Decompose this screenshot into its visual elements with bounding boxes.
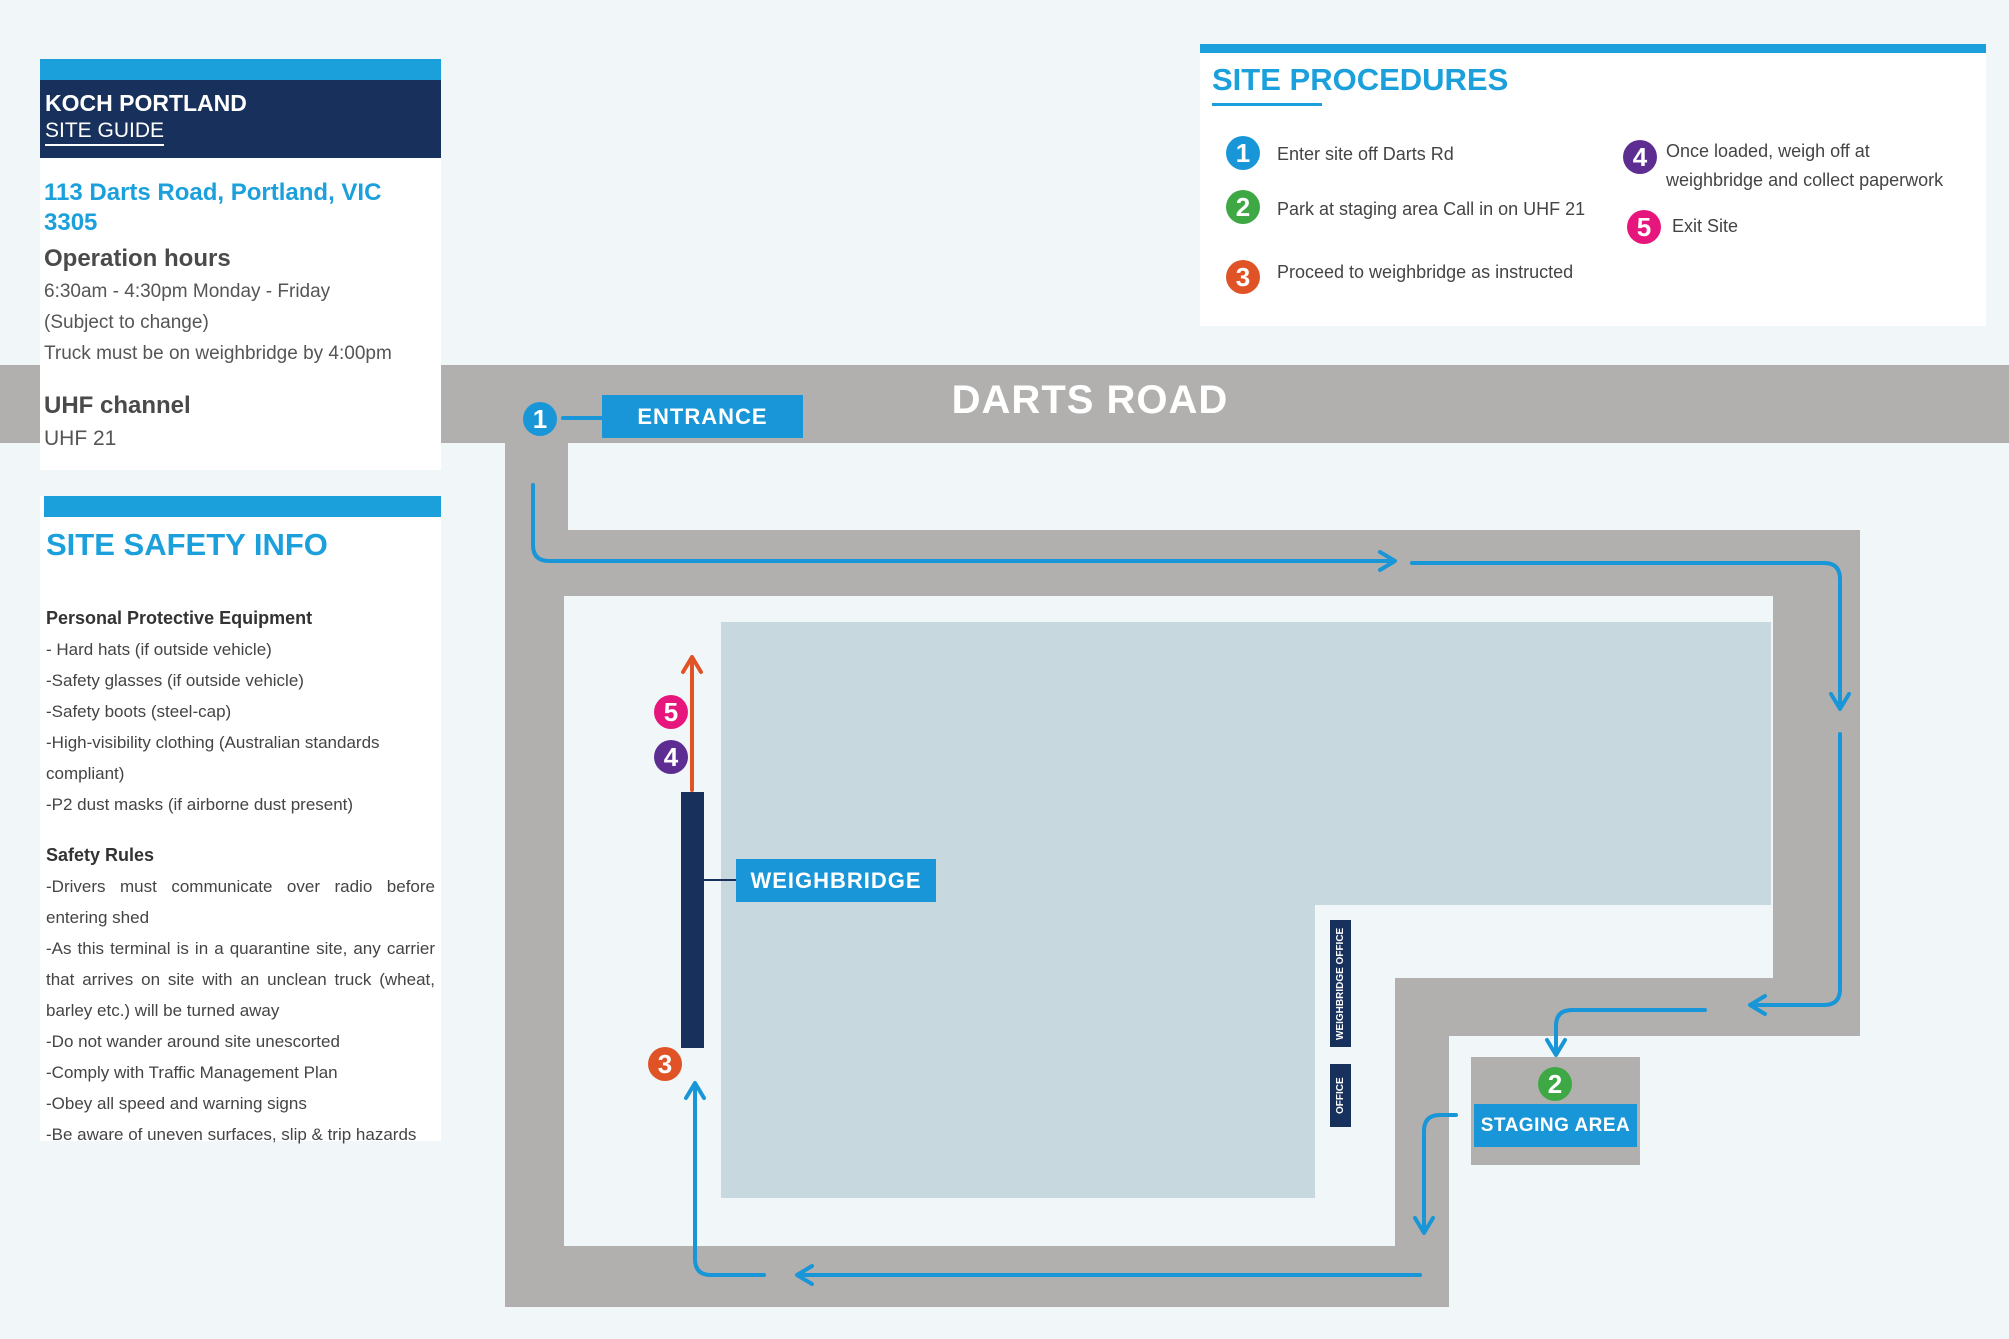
step-4-marker: 4 [1623, 140, 1657, 174]
safety-panel: SITE SAFETY INFO Personal Protective Equ… [40, 496, 441, 1144]
road-label: DARTS ROAD [951, 378, 1229, 422]
step-3-marker: 3 [1226, 260, 1260, 294]
step-2-text: Park at staging area Call in on UHF 21 [1277, 199, 1586, 219]
marker-3: 3 [648, 1047, 682, 1081]
step-2-marker: 2 [1226, 190, 1260, 224]
rules-heading: Safety Rules [46, 845, 155, 865]
step-5-marker: 5 [1627, 210, 1661, 244]
step-1-marker: 1 [1226, 136, 1260, 170]
procedures-heading: SITE PROCEDURES [1212, 62, 1509, 97]
rule-item: -Comply with Traffic Management Plan [46, 1063, 338, 1082]
uhf-heading: UHF channel [44, 392, 191, 419]
ppe-heading: Personal Protective Equipment [46, 608, 313, 628]
procedures-panel: SITE PROCEDURES 1 Enter site off Darts R… [1200, 44, 1986, 326]
ppe-item: -High-visibility clothing (Australian st… [46, 733, 380, 783]
step-1-text: Enter site off Darts Rd [1277, 144, 1454, 164]
guide-subtitle: SITE GUIDE [45, 118, 165, 146]
uhf-value: UHF 21 [44, 427, 117, 450]
rule-item: -Do not wander around site unescorted [46, 1032, 340, 1051]
marker-4: 4 [654, 740, 688, 774]
rule-item: -Obey all speed and warning signs [46, 1094, 307, 1113]
step-5-text: Exit Site [1672, 216, 1739, 236]
site-guide-panel: KOCH PORTLAND SITE GUIDE 113 Darts Road,… [40, 59, 441, 470]
site-guide-header: KOCH PORTLAND SITE GUIDE [40, 80, 441, 158]
weighbridge-label: WEIGHBRIDGE [736, 859, 936, 902]
step-3-text: Proceed to weighbridge as instructed [1277, 262, 1574, 282]
weighbridge-office-label: WEIGHBRIDGE OFFICE [1330, 920, 1351, 1047]
rule-item: -As this terminal is in a quarantine sit… [46, 939, 435, 1020]
ppe-item: -Safety boots (steel-cap) [46, 702, 232, 721]
rule-item: -Be aware of uneven surfaces, slip & tri… [46, 1125, 417, 1144]
ppe-item: - Hard hats (if outside vehicle) [46, 640, 272, 659]
office-label: OFFICE [1330, 1064, 1351, 1127]
weighbridge-deck [681, 792, 704, 1048]
step-4-text: Once loaded, weigh off at weighbridge an… [1666, 141, 1944, 190]
ppe-item: -P2 dust masks (if airborne dust present… [46, 795, 354, 814]
staging-area-label: STAGING AREA [1474, 1104, 1637, 1147]
safety-heading: SITE SAFETY INFO [46, 527, 328, 562]
rule-item: -Drivers must communicate over radio bef… [46, 877, 435, 927]
exit-arrow [681, 655, 703, 792]
marker-2: 2 [1538, 1067, 1572, 1101]
traffic-route [531, 416, 1851, 1286]
hours-line: (Subject to change) [44, 312, 209, 333]
marker-1: 1 [523, 402, 557, 436]
hours-line: 6:30am - 4:30pm Monday - Friday [44, 281, 331, 302]
hours-line: Truck must be on weighbridge by 4:00pm [44, 343, 392, 364]
site-address: 113 Darts Road, Portland, VIC 3305 [44, 179, 382, 236]
company-name: KOCH PORTLAND [45, 90, 247, 116]
ppe-item: -Safety glasses (if outside vehicle) [46, 671, 304, 690]
main-shed [721, 622, 1771, 1198]
marker-5: 5 [654, 695, 688, 729]
entrance-label: ENTRANCE [602, 395, 803, 438]
hours-heading: Operation hours [44, 245, 231, 272]
